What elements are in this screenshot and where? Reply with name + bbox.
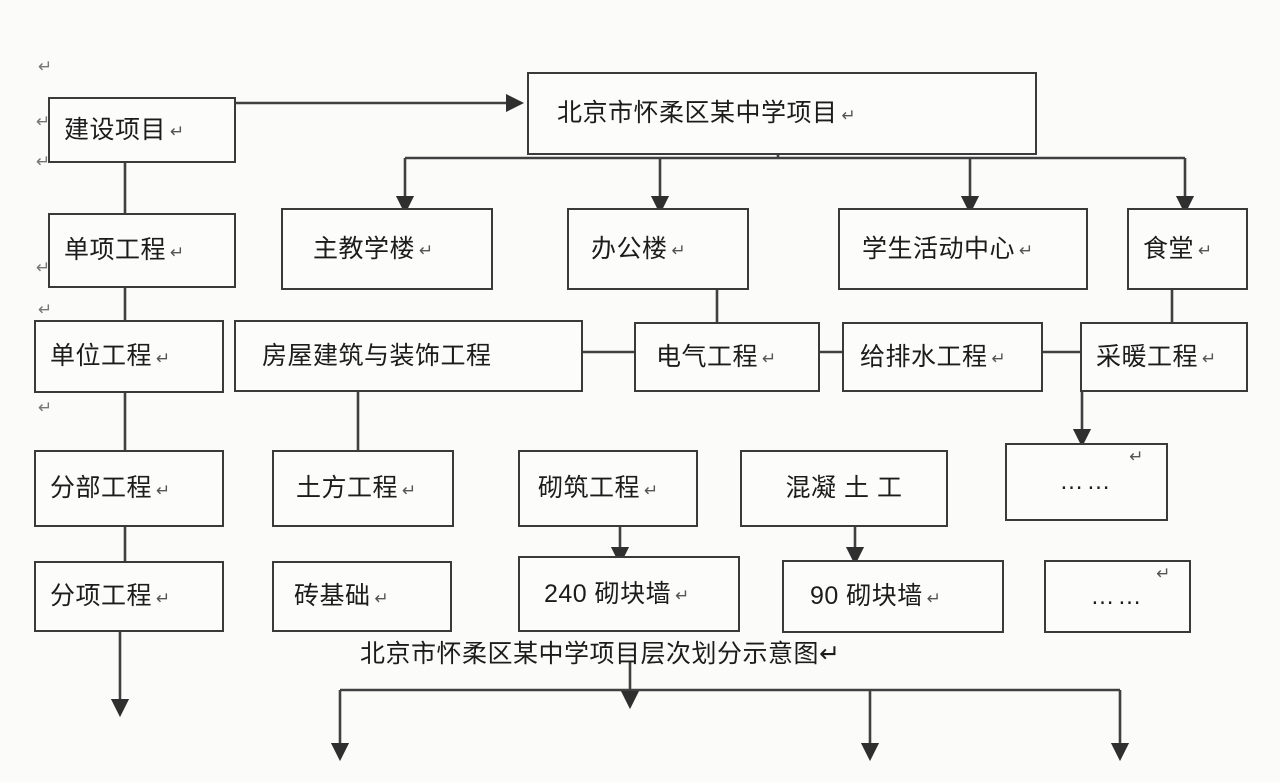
return-mark-icon: ↵ [926,588,942,608]
return-mark-icon: ↵ [1156,564,1171,583]
node-label: 单项工程 [64,236,167,264]
node-label: 90 砌块墙 [810,582,923,610]
stray-return-mark: ↵ [36,152,51,171]
node-label: 食堂 [1143,234,1195,263]
node-level-unit-project[interactable]: 单位工程 ↵ [34,320,224,393]
return-mark-icon: ↵ [644,480,659,500]
return-mark-icon: ↵ [819,640,841,668]
return-mark-icon: ↵ [1198,241,1213,260]
node-level-subdivision-project[interactable]: 分项工程 ↵ [34,561,224,632]
node-main-teaching-building[interactable]: 主教学楼 ↵ [281,208,493,290]
return-mark-icon: ↵ [419,241,434,260]
node-student-activity-center[interactable]: 学生活动中心 ↵ [838,208,1088,290]
return-mark-icon: ↵ [170,242,185,262]
node-label: 分部工程 [50,474,153,502]
return-mark-icon: ↵ [402,480,417,500]
node-canteen[interactable]: 食堂 ↵ [1127,208,1248,290]
stray-return-mark: ↵ [38,57,53,76]
return-mark-icon: ↵ [374,588,390,608]
node-label: 分项工程 [50,582,153,610]
node-label: …… [1090,582,1145,610]
return-mark-icon: ↵ [1019,241,1034,260]
node-label: 建设项目 [64,115,167,144]
return-mark-icon: ↵ [170,122,185,141]
stray-return-mark: ↵ [36,258,51,277]
node-level-construction-project[interactable]: 建设项目 ↵ [48,97,236,163]
return-mark-icon: ↵ [841,105,857,125]
node-label: 电气工程 [656,342,759,371]
return-mark-icon: ↵ [1202,349,1217,368]
node-label: 单位工程 [50,342,153,370]
return-mark-icon: ↵ [156,348,171,368]
node-project-school[interactable]: 北京市怀柔区某中学项目 ↵ [527,72,1037,155]
node-level-single-project[interactable]: 单项工程 ↵ [48,213,236,288]
diagram-caption: 北京市怀柔区某中学项目层次划分示意图↵ [360,634,840,670]
node-label: 土方工程 [296,474,399,502]
node-level-division-project[interactable]: 分部工程 ↵ [34,450,224,527]
node-label: 混凝 土 工 [785,474,903,502]
node-label: 北京市怀柔区某中学项目 [557,99,838,127]
return-mark-icon: ↵ [675,586,690,605]
stray-return-mark: ↵ [38,398,53,417]
node-masonry-engineering[interactable]: 砌筑工程 ↵ [518,450,698,527]
node-concrete-engineering[interactable]: 混凝 土 工 [740,450,948,527]
node-earthwork-engineering[interactable]: 土方工程 ↵ [272,450,454,527]
node-label: 学生活动中心 [862,234,1016,263]
node-more-division[interactable]: …… ↵ [1005,443,1168,521]
node-office-building[interactable]: 办公楼 ↵ [567,208,749,290]
node-plumbing-engineering[interactable]: 给排水工程 ↵ [842,322,1043,392]
node-block-wall-90[interactable]: 90 砌块墙 ↵ [782,560,1004,633]
node-label: 采暖工程 [1096,342,1199,371]
node-block-wall-240[interactable]: 240 砌块墙 ↵ [518,556,740,632]
node-label: 砌筑工程 [538,474,641,502]
stray-return-mark: ↵ [38,300,53,319]
return-mark-icon: ↵ [156,588,171,608]
return-mark-icon: ↵ [156,480,171,500]
caption-text: 北京市怀柔区某中学项目层次划分示意图 [360,640,820,668]
return-mark-icon: ↵ [762,349,777,368]
return-mark-icon: ↵ [1129,447,1144,466]
node-heating-engineering[interactable]: 采暖工程 ↵ [1080,322,1248,392]
node-label: 房屋建筑与装饰工程 [262,341,492,370]
stray-return-mark: ↵ [36,112,51,131]
node-building-and-decoration-engineering[interactable]: 房屋建筑与装饰工程 [234,320,583,392]
return-mark-icon: ↵ [671,241,687,260]
node-label: …… [1059,468,1114,495]
node-brick-foundation[interactable]: 砖基础 ↵ [272,561,452,632]
node-more-subdivision[interactable]: …… ↵ [1044,560,1191,633]
node-label: 给排水工程 [860,342,988,371]
return-mark-icon: ↵ [991,349,1007,368]
node-label: 240 砌块墙 [544,579,672,608]
node-label: 砖基础 [294,582,371,610]
node-electrical-engineering[interactable]: 电气工程 ↵ [634,322,820,392]
node-label: 主教学楼 [313,234,416,263]
node-label: 办公楼 [591,234,668,263]
